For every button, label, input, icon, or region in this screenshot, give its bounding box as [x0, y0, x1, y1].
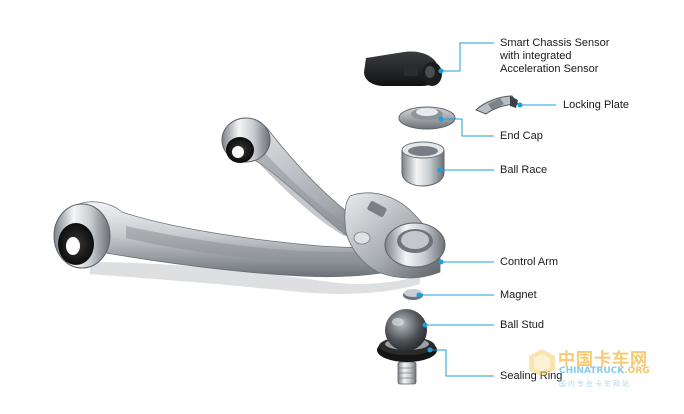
watermark: 中国卡车网 CHINATRUCK.ORG 国内专业卡车网站 [528, 344, 678, 394]
label-smart-chassis-sensor-line-2: with integrated [500, 50, 572, 62]
watermark-chinese-text: 中国卡车网 [558, 350, 648, 370]
label-ball-race: Ball Race [500, 164, 548, 176]
label-end-cap: End Cap [500, 130, 543, 142]
watermark-english-main: CHINATRUCK [559, 366, 625, 376]
watermark-subtitle: 国内专业卡车网站 [559, 380, 631, 388]
leader-lines [419, 42, 556, 377]
label-locking-plate: Locking Plate [563, 99, 630, 111]
locking-plate-part [475, 95, 519, 115]
leader-dots [416, 68, 523, 353]
label-smart-chassis-sensor-line-3: Acceleration Sensor [500, 63, 599, 75]
watermark-logo-icon [529, 349, 555, 377]
label-control-arm: Control Arm [500, 256, 559, 268]
label-magnet: Magnet [500, 289, 537, 301]
leader-end-cap [441, 118, 494, 137]
label-ball-stud: Ball Stud [500, 319, 545, 331]
smart-chassis-sensor-part [364, 51, 442, 86]
label-sealing-ring: Sealing Ring [500, 370, 563, 382]
ball-race-part [401, 141, 445, 187]
label-smart-chassis-sensor: Smart Chassis Sensor with integrated Acc… [500, 37, 609, 76]
end-cap-part [398, 106, 456, 130]
watermark-english-text: CHINATRUCK.ORG [559, 366, 650, 376]
watermark-english-suffix: .ORG [624, 366, 650, 376]
leader-smart-sensor [441, 42, 494, 72]
label-smart-chassis-sensor-line-1: Smart Chassis Sensor [500, 37, 610, 49]
ball-stud-part [377, 309, 437, 385]
leader-sealing-ring [430, 349, 494, 377]
control-arm-part [53, 117, 446, 294]
